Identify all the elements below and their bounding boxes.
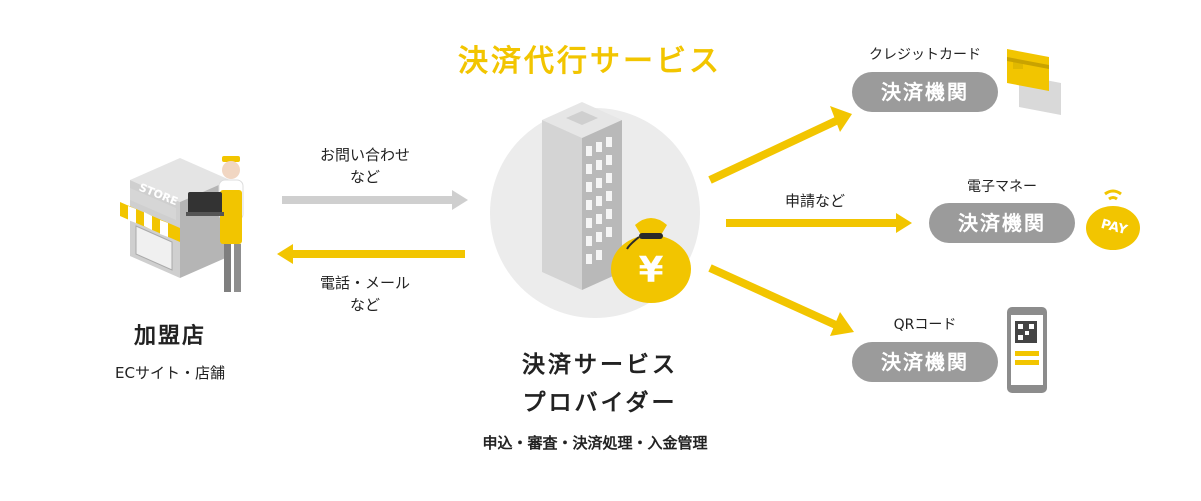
credit-card-icon xyxy=(1007,49,1061,115)
flow-label-application: 申請など xyxy=(784,192,845,210)
provider-name-line2: プロバイダー xyxy=(522,390,678,416)
arrow-to-qr xyxy=(708,264,854,336)
institution-pill-emoney: 決済機関 xyxy=(929,203,1075,243)
institution-pill-qr: 決済機関 xyxy=(852,342,998,382)
arrow-to-provider xyxy=(282,190,468,210)
flow-label-inquiry: お問い合わせ など xyxy=(305,144,425,188)
flow-label-contact-line1: 電話・メール xyxy=(319,274,410,292)
qr-phone-icon xyxy=(1007,307,1047,393)
merchant-subtitle: ECサイト・店舗 xyxy=(115,364,225,382)
flow-label-inquiry-line2: など xyxy=(349,168,380,186)
flow-label-inquiry-line1: お問い合わせ xyxy=(319,146,410,164)
money-bag-icon xyxy=(611,218,691,303)
arrows-to-institutions xyxy=(708,106,912,336)
building-illustration xyxy=(542,102,622,290)
provider-name-line1: 決済サービス xyxy=(522,352,678,378)
arrow-to-emoney xyxy=(726,213,912,233)
merchant-name: 加盟店 xyxy=(133,324,206,349)
flow-label-contact-line2: など xyxy=(349,296,380,314)
shopkeeper-illustration xyxy=(186,156,244,292)
institution-pill-credit: 決済機関 xyxy=(852,72,998,112)
institution-category-credit: クレジットカード xyxy=(869,47,981,63)
institution-category-emoney: 電子マネー xyxy=(967,179,1037,195)
arrow-to-credit xyxy=(708,106,852,184)
flow-label-contact: 電話・メール など xyxy=(305,272,425,316)
diagram-title: 決済代行サービス xyxy=(458,44,722,79)
pay-badge-icon xyxy=(1086,189,1140,250)
institution-category-qr: QRコード xyxy=(893,317,957,333)
yen-symbol: ¥ xyxy=(638,250,664,291)
arrow-to-merchant xyxy=(277,244,465,264)
provider-subtitle: 申込・審査・決済処理・入金管理 xyxy=(482,434,708,452)
provider-name: 決済サービス プロバイダー xyxy=(455,346,745,422)
